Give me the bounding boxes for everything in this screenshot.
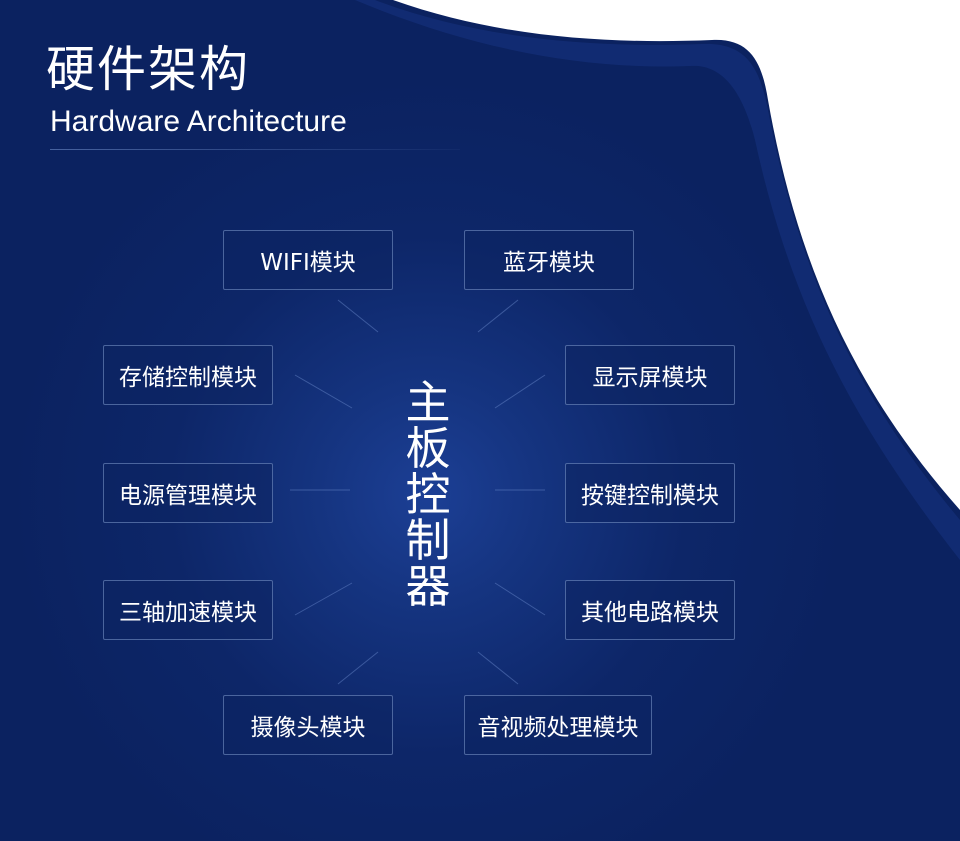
module-camera[interactable]: 摄像头模块 [223,695,393,755]
connector-line [477,299,519,333]
module-three-axis-accel[interactable]: 三轴加速模块 [103,580,273,640]
connector-line [294,582,353,616]
connector-line [494,582,546,616]
module-key-control[interactable]: 按键控制模块 [565,463,735,523]
module-other-circuits[interactable]: 其他电路模块 [565,580,735,640]
module-wifi[interactable]: WIFI模块 [223,230,393,290]
module-display[interactable]: 显示屏模块 [565,345,735,405]
connector-line [294,374,353,409]
connector-line [337,651,379,685]
page-title: 硬件架构 [46,41,251,98]
connector-line [477,651,519,685]
module-bluetooth[interactable]: 蓝牙模块 [464,230,634,290]
title-divider [50,149,460,150]
connector-line [494,374,546,409]
connector-line [337,299,379,333]
module-storage-control[interactable]: 存储控制模块 [103,345,273,405]
module-power-management[interactable]: 电源管理模块 [103,463,273,523]
page-subtitle: Hardware Architecture [50,105,347,138]
white-corner [393,0,960,510]
module-audio-video[interactable]: 音视频处理模块 [464,695,652,755]
center-node: 主板控制器 [405,376,451,613]
